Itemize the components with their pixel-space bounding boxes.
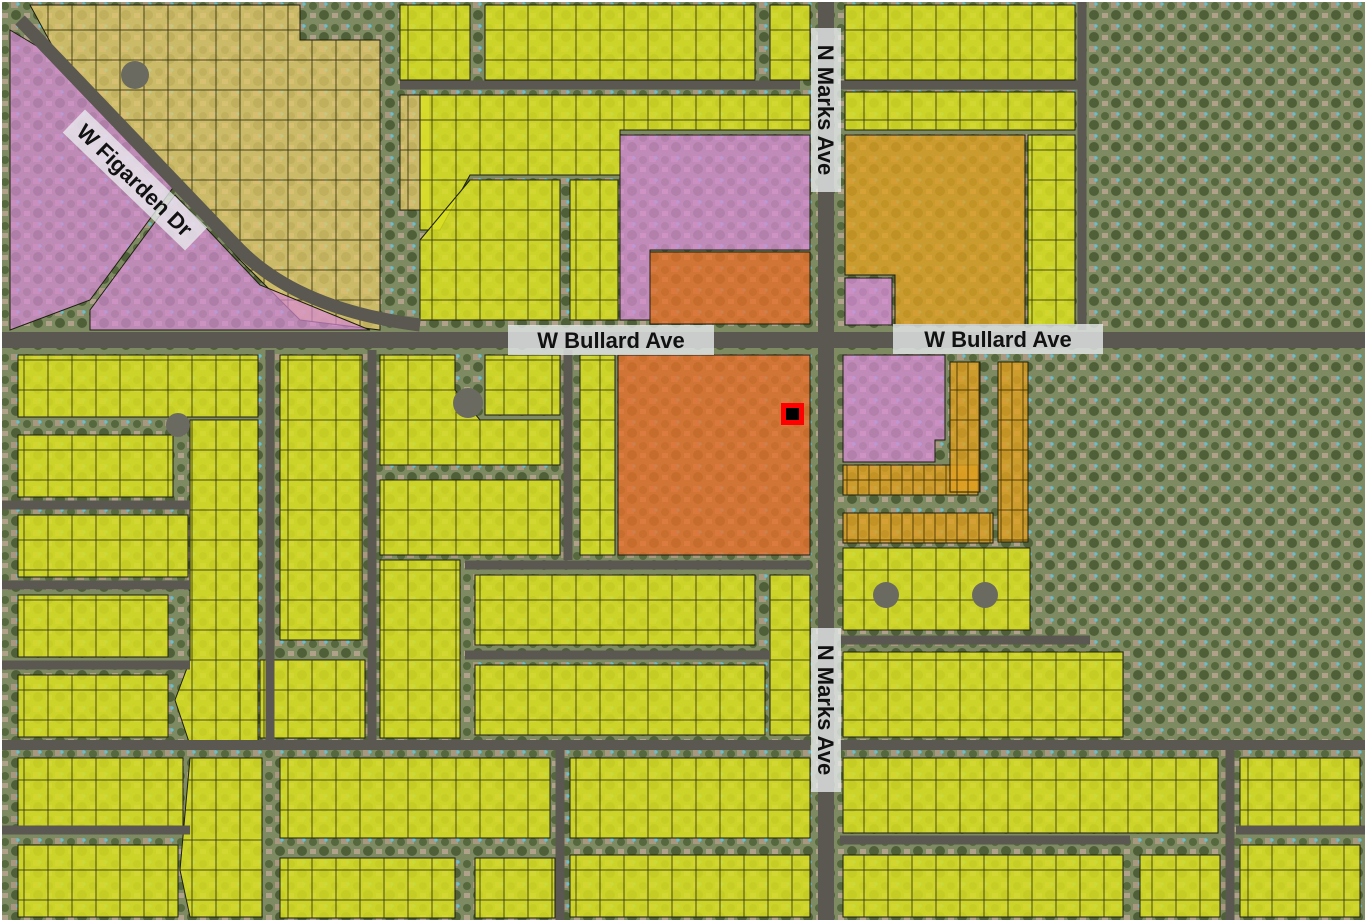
zone-resmed-se-2-lot-lines xyxy=(950,362,980,492)
svg-text:W Bullard Ave: W Bullard Ave xyxy=(924,327,1072,352)
label-w-bullard-ave-east: W Bullard Ave xyxy=(893,324,1103,354)
zone-res-se-1-lot-lines xyxy=(843,652,1123,737)
zone-res-s-1-lot-lines xyxy=(18,758,183,828)
zone-retail-marks-nw xyxy=(649,251,811,325)
zone-res-north-3-lot-lines xyxy=(420,95,810,230)
zone-res-sw-16-lot-lines xyxy=(475,665,765,735)
zone-res-sw-8-lot-lines xyxy=(260,660,365,738)
zone-office-marks-nw xyxy=(619,134,811,321)
zone-res-s-10-lot-lines xyxy=(843,855,1123,917)
svg-text:W Bullard Ave: W Bullard Ave xyxy=(537,328,685,353)
zone-res-north-5-lot-lines xyxy=(570,180,618,320)
zone-office-small-ne xyxy=(844,277,893,326)
svg-text:N Marks Ave: N Marks Ave xyxy=(813,45,838,175)
zone-res-s-7-lot-lines xyxy=(570,758,810,838)
zone-res-s-3-lot-lines xyxy=(180,758,262,917)
zone-res-s-2-lot-lines xyxy=(18,845,178,917)
zone-tan-nw-1-lot-lines xyxy=(30,5,380,330)
zone-retail-subject xyxy=(617,354,811,556)
zone-res-sw-7-lot-lines xyxy=(280,355,362,640)
zone-res-north-2-lot-lines xyxy=(770,5,810,80)
label-w-bullard-ave-west: W Bullard Ave xyxy=(508,325,714,355)
subject-property-marker[interactable] xyxy=(781,403,804,425)
zone-res-ne-1-lot-lines xyxy=(845,5,1075,80)
zone-res-sw-10-lot-lines xyxy=(485,355,560,415)
zone-res-sw-1-lot-lines xyxy=(18,355,258,417)
zone-res-s-8-lot-lines xyxy=(570,855,810,917)
zone-res-s-5-lot-lines xyxy=(280,858,455,918)
zone-res-sw-6-lot-lines xyxy=(18,675,168,737)
zone-res-north-1-lot-lines xyxy=(485,5,755,80)
zone-res-sw-3-lot-lines xyxy=(18,435,173,497)
zone-tan-nw-2-lot-lines xyxy=(400,5,470,80)
zone-resmed-se-4-lot-lines xyxy=(843,513,993,543)
label-n-marks-ave-north: N Marks Ave xyxy=(811,28,841,192)
zone-res-s-4-lot-lines xyxy=(280,758,550,838)
road-figarden xyxy=(15,15,421,332)
zone-res-s-13-lot-lines xyxy=(1240,845,1360,917)
zone-res-north-4-lot-lines xyxy=(420,180,560,320)
zone-res-sw-12-lot-lines xyxy=(380,480,560,555)
zone-res-s-11-lot-lines xyxy=(1140,855,1220,917)
svg-text:N Marks Ave: N Marks Ave xyxy=(813,645,838,775)
zone-res-ne-2-lot-lines xyxy=(845,92,1075,130)
zone-res-ne-3-lot-lines xyxy=(1028,135,1075,325)
zone-office-marks-se xyxy=(842,354,946,463)
zone-res-sw-14-lot-lines xyxy=(475,575,755,645)
zone-res-sw-15-lot-lines xyxy=(770,575,810,735)
cul-de-sacs xyxy=(121,61,998,608)
label-n-marks-ave-south: N Marks Ave xyxy=(811,628,841,792)
zone-res-sw-11-lot-lines xyxy=(580,355,615,555)
zone-res-sw-4-lot-lines xyxy=(18,515,188,577)
zone-res-sw-13-lot-lines xyxy=(380,560,460,738)
zone-res-sw-2-lot-lines xyxy=(175,420,258,745)
zone-resmed-se-1-lot-lines xyxy=(843,465,978,495)
zone-resmed-se-3-lot-lines xyxy=(998,362,1028,542)
zone-res-s-6-lot-lines xyxy=(475,858,555,918)
zone-res-sw-5-lot-lines xyxy=(18,595,168,657)
zone-res-se-cul-lot-lines xyxy=(843,548,1030,630)
zone-res-s-9-lot-lines xyxy=(843,758,1218,833)
zone-res-s-12-lot-lines xyxy=(1240,758,1360,828)
zoning-parcels xyxy=(9,4,1361,919)
